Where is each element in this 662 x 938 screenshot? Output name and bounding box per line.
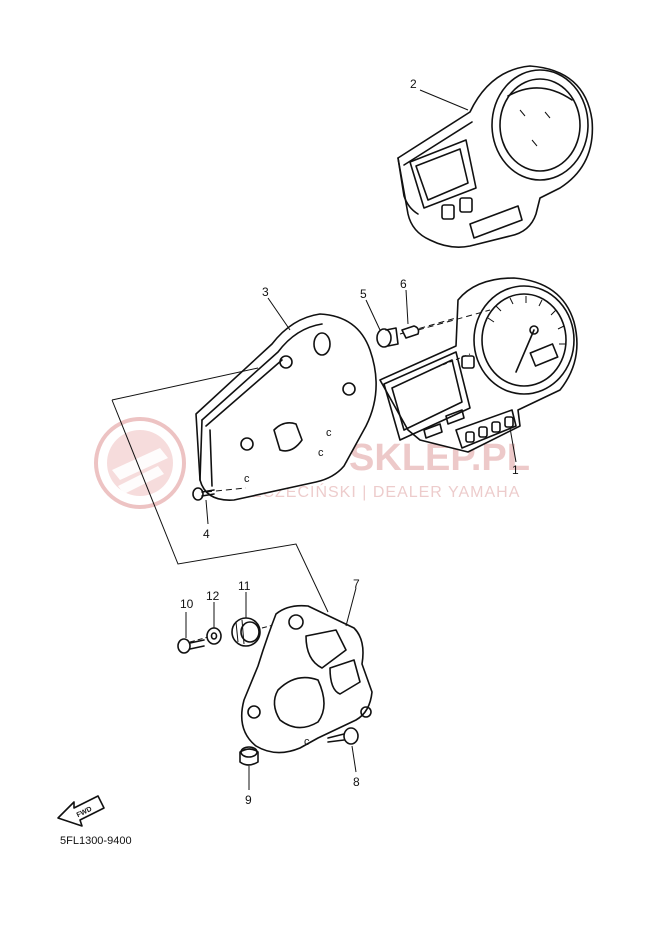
callout-10: 10 [180,597,194,611]
watermark-subtitle: SZCZECIŃSKI | DEALER YAMAHA [240,482,520,501]
fwd-arrow-icon: FWD [57,795,105,827]
callout-9: 9 [245,793,252,807]
group-outline [111,367,329,613]
nut-9 [239,746,259,766]
bulb [401,325,420,339]
callout-7: 7 [353,577,360,591]
svg-text:c: c [318,447,324,459]
meter-assembly [379,277,578,453]
screw-4 [192,487,215,501]
callouts: 2 3 5 6 1 4 7 10 12 11 8 9 [180,77,519,807]
callout-3: 3 [262,285,269,299]
screw-10 [177,638,205,654]
svg-text:c: c [304,736,310,748]
meter-cover [397,65,594,248]
watermark-logo-icon [94,417,186,509]
washer-12 [206,627,222,645]
bolt-8 [327,727,359,745]
bulb-socket [376,327,399,348]
callout-11: 11 [238,579,251,593]
callout-8: 8 [353,775,360,789]
svg-text:c: c [244,473,250,485]
meter-back-case: c c c [195,313,377,501]
svg-text:c: c [326,427,332,439]
callout-4: 4 [203,527,210,541]
callout-6: 6 [400,277,407,291]
callout-2: 2 [410,77,417,91]
grommet-11 [231,617,261,647]
callout-12: 12 [206,589,220,603]
diagram-code: 5FL1300-9400 [60,835,132,847]
callout-1: 1 [512,463,519,477]
callout-5: 5 [360,287,367,301]
